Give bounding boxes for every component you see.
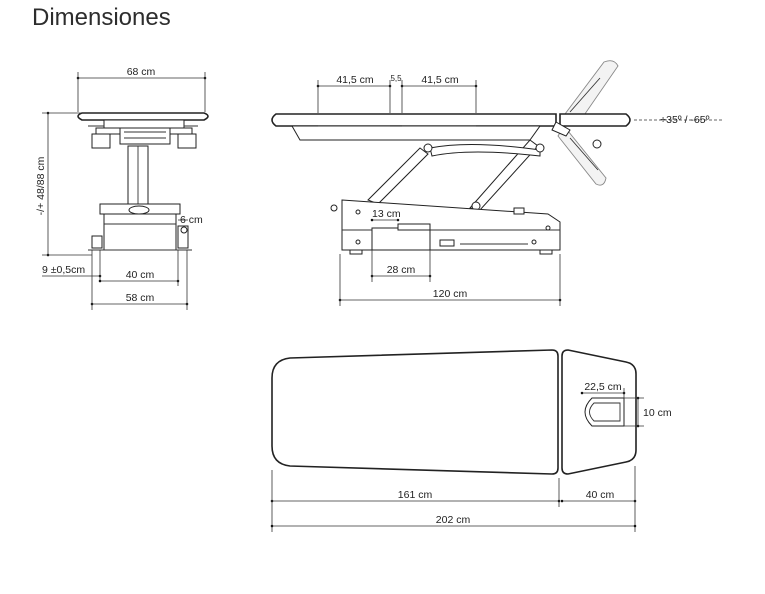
face-hole-icon [584, 397, 625, 427]
side-tabletop [271, 113, 557, 127]
head-length-label: 40 cm [586, 489, 615, 501]
pedal-height-label: 13 cm [372, 208, 401, 220]
face-hole-width-label: 10 cm [643, 407, 672, 419]
front-tabletop [77, 112, 209, 121]
section-gap-label: 5,5 [390, 74, 402, 83]
pedal-width-label: 28 cm [387, 264, 416, 276]
page-title: Dimensiones [32, 4, 171, 31]
base-length-label: 120 cm [433, 288, 468, 300]
front-height-label: -/+ 48/88 cm [35, 156, 47, 215]
body-section [271, 349, 559, 475]
front-width-label: 68 cm [127, 66, 156, 78]
head-angle-label: +35º / -65º [660, 114, 710, 126]
top-view: 22,5 cm 10 cm 161 cm 40 cm 202 cm [270, 349, 672, 532]
body-length-label: 161 cm [398, 489, 433, 501]
base-outer-label: 58 cm [126, 292, 155, 304]
foot-offset-label: 9 ±0,5cm [42, 264, 85, 276]
base-inner-label: 40 cm [126, 269, 155, 281]
total-length-label: 202 cm [436, 514, 471, 526]
section-right-label: 41,5 cm [421, 74, 459, 86]
front-view: 68 cm -/+ 48/88 cm 6 cm 9 ±0,5cm 40 cm 5… [35, 66, 209, 310]
side-view: 41,5 cm 5,5 41,5 cm +35º / -65º 13 cm 28… [271, 60, 722, 306]
face-hole-length-label: 22,5 cm [584, 381, 622, 393]
section-left-label: 41,5 cm [336, 74, 374, 86]
wheel-offset-label: 6 cm [180, 214, 203, 226]
